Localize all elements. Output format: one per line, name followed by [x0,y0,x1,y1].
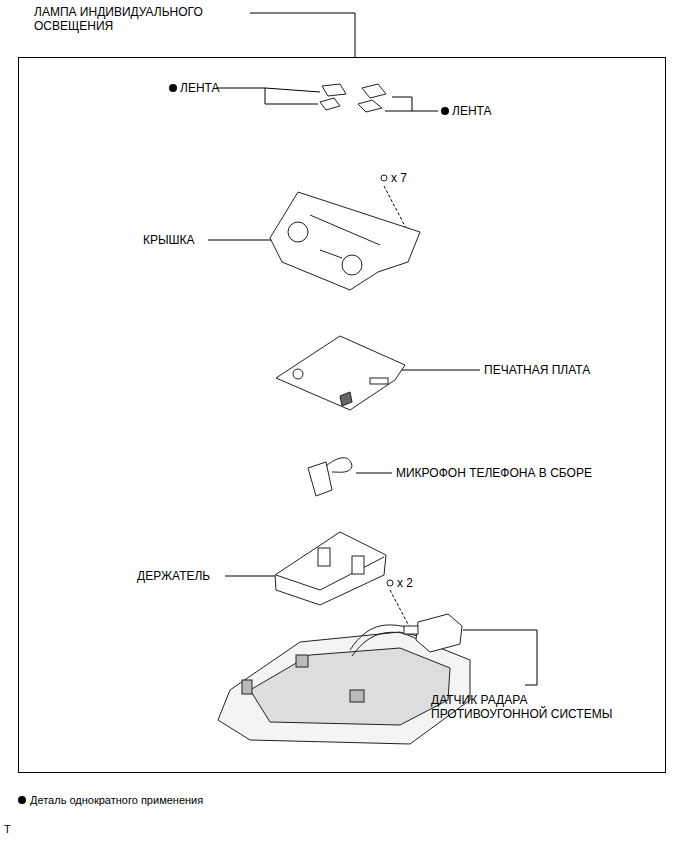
holder-detail [276,575,320,590]
board-detail [293,369,303,379]
cover-detail [288,222,308,242]
single-use-mark [18,796,26,804]
part-name: МИКРОФОН ТЕЛЕФОНА В СБОРЕ [396,466,592,480]
leader-line [463,630,537,685]
leader-line [250,13,355,57]
leader-line [356,473,392,474]
single-use-mark [441,107,449,115]
page-mark: T [4,822,11,836]
circuit-board [276,336,405,410]
quantity: x 7 [391,171,407,185]
tape [358,100,382,112]
tape [362,84,386,98]
part-name: ДЕРЖАТЕЛЬ [137,569,210,583]
microphone [308,462,332,496]
frame [19,58,666,773]
cover-detail [342,255,362,275]
holder-detail [352,556,364,574]
sensor-bracket [404,626,418,634]
part-name: КРЫШКА [143,233,195,247]
cover-detail [320,250,342,258]
housing-detail [296,655,308,667]
screw [387,580,393,586]
board-detail [340,392,352,406]
cover [270,192,420,290]
part-name: ЛЕНТА [452,104,491,118]
part-name: ПЕЧАТНАЯ ПЛАТА [484,363,590,377]
housing-detail [350,690,364,702]
quantity: x 2 [397,576,413,590]
holder-detail [318,548,330,566]
leader-line [208,240,272,241]
housing-detail [242,680,252,694]
part-name: ЛЕНТА [180,81,219,95]
legend-text: Деталь однократного применения [30,793,203,807]
single-use-mark [169,84,177,92]
leader-line [225,576,276,577]
radar-sensor [416,614,462,652]
board-detail [370,378,388,384]
tape [320,98,340,110]
screw [381,175,387,181]
leader-line [385,111,412,112]
sensor-wire [352,632,418,656]
leader-line [398,370,480,371]
assembly-title: ЛАМПА ИНДИВИДУАЛЬНОГО ОСВЕЩЕНИЯ [34,5,249,33]
part-name: ДАТЧИК РАДАРА ПРОТИВОУГОННОЙ СИСТЕМЫ [431,693,646,721]
holder [275,532,386,605]
housing-detail [250,648,450,725]
leader-line [392,97,438,111]
cover-detail [310,215,380,245]
microphone-wire [326,458,352,472]
leader-line [265,88,320,92]
screw-axis [390,590,410,628]
tape [322,84,346,96]
